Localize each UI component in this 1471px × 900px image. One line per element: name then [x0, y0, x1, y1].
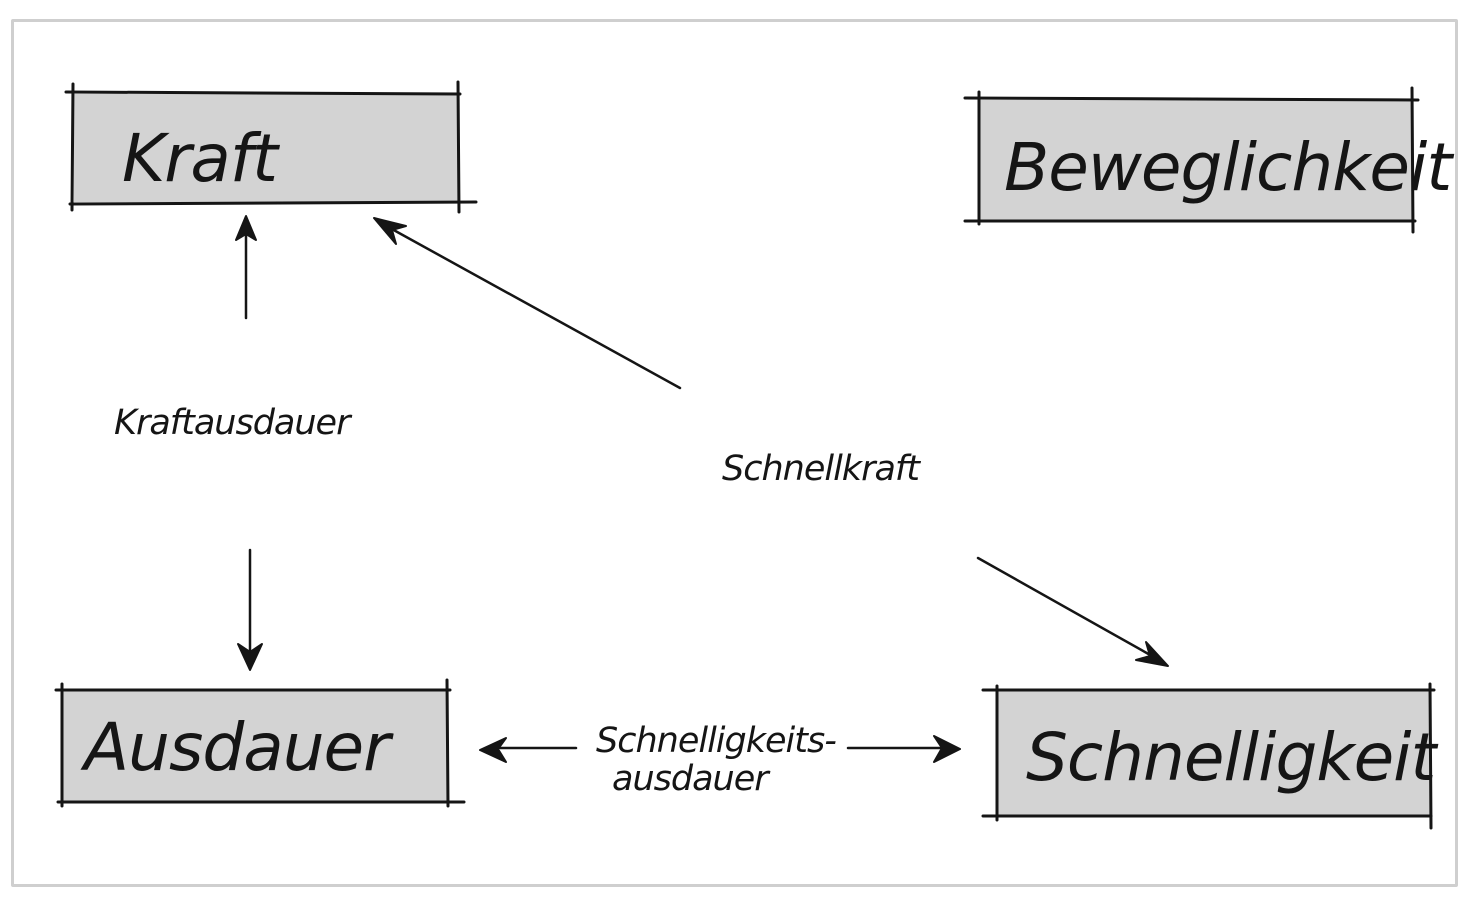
- box-beweglichkeit: Beweglichkeit: [963, 86, 1455, 234]
- box-kraft-label: Kraft: [122, 120, 280, 197]
- box-kraft: Kraft: [64, 80, 478, 214]
- arrow-schnellkraft-to-schnelligkeit: [976, 556, 1154, 658]
- arrowhead-kraftausdauer-up: [235, 215, 257, 241]
- arrowhead-schnelligkeitsausdauer-left: [479, 737, 507, 763]
- box-schnelligkeit-fill: [997, 690, 1431, 816]
- arrowhead-schnellkraft-schnelligkeit: [1135, 641, 1169, 667]
- box-ausdauer-fill: [62, 690, 448, 802]
- relation-kraftausdauer: Kraftausdauer: [114, 215, 354, 671]
- relation-kraftausdauer-label: Kraftausdauer: [114, 403, 353, 443]
- box-schnelligkeit-label: Schnelligkeit: [1026, 719, 1439, 796]
- relation-schnelligkeitsausdauer-label-line1: Schnelligkeits-: [596, 721, 836, 761]
- box-schnelligkeit: Schnelligkeit: [981, 682, 1440, 830]
- box-beweglichkeit-fill: [979, 100, 1413, 220]
- relation-schnellkraft-label: Schnellkraft: [722, 449, 921, 489]
- relation-schnelligkeitsausdauer: Schnelligkeits- ausdauer: [479, 721, 961, 799]
- box-beweglichkeit-label: Beweglichkeit: [1004, 129, 1454, 206]
- box-ausdauer-label: Ausdauer: [80, 709, 394, 786]
- relation-schnelligkeitsausdauer-label-line2: ausdauer: [612, 759, 771, 799]
- arrow-schnellkraft-to-kraft: [388, 226, 682, 390]
- relation-schnellkraft: Schnellkraft: [373, 217, 1169, 667]
- box-ausdauer: Ausdauer: [54, 678, 466, 808]
- arrowhead-schnellkraft-kraft: [373, 217, 407, 245]
- arrowhead-schnelligkeitsausdauer-right: [933, 735, 961, 763]
- arrowhead-kraftausdauer-down: [237, 643, 263, 671]
- box-kraft-fill: [74, 94, 458, 202]
